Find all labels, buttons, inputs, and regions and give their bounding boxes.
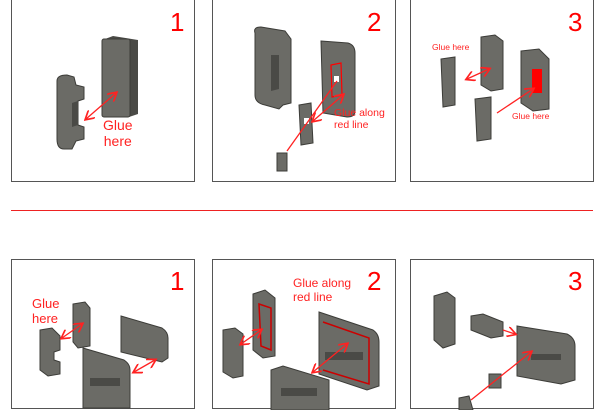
- part-illustration: [433, 291, 576, 410]
- part-illustration: [222, 289, 380, 410]
- step-number: 1: [170, 266, 185, 296]
- step-2-top-panel: 2 Glue along red line: [212, 0, 396, 182]
- step-3-top-panel: 3 Glue here Glue here: [410, 0, 594, 182]
- glue-along-red-line-label: Glue along red line: [293, 276, 352, 304]
- step-number: 2: [367, 7, 382, 37]
- part-illustration: [254, 26, 356, 172]
- part-illustration: [39, 301, 169, 409]
- step-number: 2: [367, 266, 382, 296]
- step-1-top-panel: 1 Glue here: [11, 0, 195, 182]
- glue-here-label: Glue here: [512, 111, 550, 121]
- step-number: 3: [568, 266, 583, 296]
- part-illustration: [56, 36, 138, 150]
- step-3-bottom-panel: 3: [410, 259, 594, 410]
- glue-here-label: Glue here: [32, 296, 60, 326]
- step-1-bottom-panel: 1 Glue here: [11, 259, 195, 409]
- glue-along-red-line-label: Glue along red line: [334, 107, 385, 132]
- step-2-bottom-panel: 2 Glue along red line: [212, 259, 396, 410]
- glue-here-label: Glue here: [103, 117, 133, 150]
- step-number: 1: [170, 7, 185, 37]
- part-illustration: [440, 34, 550, 142]
- step-number: 3: [568, 7, 583, 37]
- section-divider: [11, 210, 593, 211]
- glue-here-label: Glue here: [432, 42, 470, 52]
